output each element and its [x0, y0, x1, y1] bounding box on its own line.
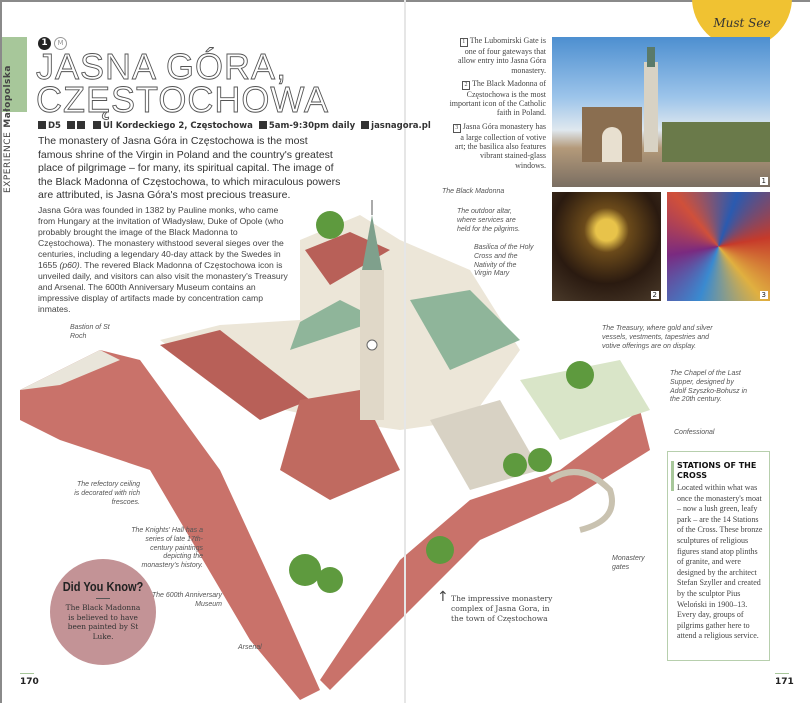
label-knights-hall: The Knights' Hall has a series of late 1… [131, 527, 203, 570]
label-bastion: Bastion of St Roch [70, 324, 110, 340]
info-hours: 5am-9:30pm daily [258, 121, 356, 131]
label-arsenal: Arsenal [238, 644, 262, 651]
label-altar: The outdoor altar, where services are he… [457, 208, 521, 233]
title-line-2: CZĘSTOCHOWA [36, 79, 330, 120]
caption-text: The Black Madonna of Częstochowa is the … [449, 78, 546, 118]
must-see-label: Must See [713, 16, 771, 30]
transport-icon [66, 121, 75, 129]
photo-number: 2 [650, 291, 659, 299]
label-confessional: Confessional [674, 429, 715, 436]
book-gutter [404, 0, 406, 703]
label-refectory: The refectory ceiling is decorated with … [74, 481, 140, 506]
caption-number: 3 [452, 123, 461, 133]
caption-text: Jasna Góra monastery has a large collect… [454, 121, 546, 170]
address-icon [92, 121, 101, 129]
fortress-walls [20, 350, 650, 700]
map-ref: D5 [48, 121, 61, 131]
number-badge: 1 [38, 37, 51, 50]
intro-text: The monastery of Jasna Góra in Częstocho… [38, 135, 341, 201]
bell-tower [360, 200, 384, 420]
section-tab [2, 37, 27, 112]
page-title: JASNA GÓRA, CZĘSTOCHOWA [36, 46, 330, 120]
photo-lubomirski-gate: 1 [552, 37, 770, 187]
section-label: EXPERIENCE Małopolska [3, 65, 13, 193]
photo-stained-glass: 3 [667, 192, 770, 301]
label-gates: Monastery gates [612, 555, 645, 571]
divider [96, 598, 110, 599]
map-icon [38, 121, 46, 129]
body-text: Jasna Góra was founded in 1382 by Paulin… [38, 205, 293, 315]
section-name: EXPERIENCE [3, 131, 13, 193]
stations-sidebar: STATIONS OF THE CROSS Located within wha… [667, 451, 770, 661]
trees [289, 211, 594, 593]
page-ref: (p60) [59, 260, 80, 270]
photo-black-madonna: 2 [552, 192, 661, 301]
photo-number: 3 [759, 291, 768, 299]
did-you-know-title: Did You Know? [62, 579, 144, 594]
sidebar-title: STATIONS OF THE CROSS [677, 461, 757, 480]
page-number-left: 170 [20, 673, 39, 687]
did-you-know-box: Did You Know? The Black Madonna is belie… [50, 559, 156, 665]
label-museum: The 600th Anniversary Museum [151, 592, 222, 608]
did-you-know-text: The Black Madonna is believed to have be… [65, 603, 141, 641]
info-transport [66, 121, 87, 131]
accent-bar [671, 461, 674, 491]
region-name: Małopolska [3, 65, 13, 128]
photo-number: 1 [759, 177, 768, 185]
label-basilica: Basilica of the Holy Cross and the Nativ… [474, 244, 534, 278]
info-line: D5 Ul Kordeckiego 2, Częstochowa 5am-9:3… [38, 121, 431, 131]
web-icon [361, 121, 370, 129]
clock-icon [258, 121, 267, 129]
address: Ul Kordeckiego 2, Częstochowa [102, 121, 253, 131]
info-map: D5 [38, 121, 61, 131]
page-number-right: 171 [775, 673, 794, 687]
body-part-1: Jasna Góra was founded in 1382 by Paulin… [38, 205, 284, 270]
info-address: Ul Kordeckiego 2, Częstochowa [92, 121, 253, 131]
caption-number: 2 [462, 80, 471, 90]
label-chapel: The Chapel of the Last Supper, designed … [670, 370, 748, 404]
title-line-1: JASNA GÓRA, [36, 46, 288, 87]
sidebar-text: Located within what was once the monaste… [677, 483, 763, 641]
label-treasury: The Treasury, where gold and silver vess… [602, 325, 713, 350]
illustration-caption: ↑The impressive monastery complex of Jas… [437, 589, 562, 624]
arrow-up-icon: ↑ [437, 589, 449, 605]
website-link[interactable]: jasnagora.pl [371, 121, 431, 131]
info-web[interactable]: jasnagora.pl [361, 121, 431, 131]
gate-silhouette [582, 47, 770, 162]
bus-icon [76, 121, 85, 129]
hours: 5am-9:30pm daily [268, 121, 356, 131]
metro-icon: M [54, 37, 67, 50]
monastery-gates [548, 469, 615, 533]
caption-text: The impressive monastery complex of Jasn… [451, 594, 553, 623]
body-part-2: . The revered Black Madonna of Częstocho… [38, 260, 288, 314]
label-black-madonna: The Black Madonna [442, 188, 505, 195]
caption-text: The Lubomirski Gate is one of four gatew… [458, 36, 546, 75]
caption-number: 1 [459, 38, 468, 47]
badges: 1 M [38, 37, 67, 50]
